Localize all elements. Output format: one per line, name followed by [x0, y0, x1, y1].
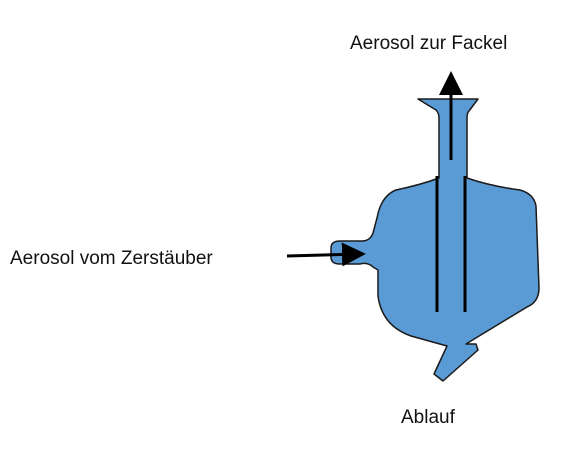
spray-chamber-body [330, 98, 540, 382]
aerosol-out-label: Aerosol zur Fackel [350, 33, 508, 54]
drain-label: Ablauf [401, 407, 455, 428]
aerosol-in-arrow [286, 242, 366, 267]
aerosol-in-label: Aerosol vom Zerstäuber [10, 248, 213, 269]
